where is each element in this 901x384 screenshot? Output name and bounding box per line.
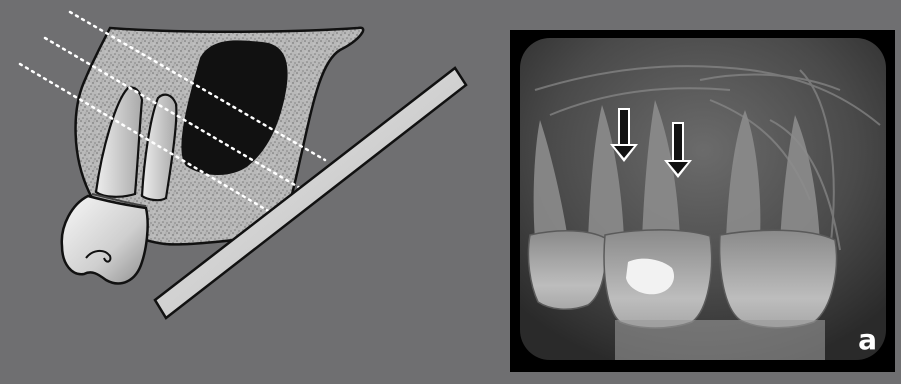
- panel-label: a: [858, 326, 877, 354]
- molar-tooth: [62, 196, 148, 283]
- diagram-svg: [0, 0, 500, 379]
- diagram-panel: [0, 0, 500, 379]
- radiograph-lower-band: [615, 320, 825, 360]
- radiograph-panel: a: [510, 30, 895, 372]
- radiograph-svg: [510, 30, 895, 372]
